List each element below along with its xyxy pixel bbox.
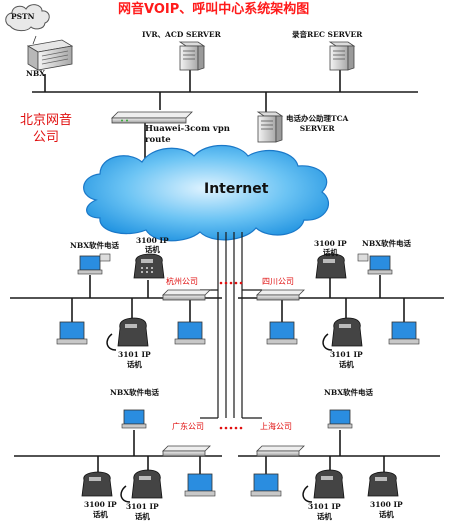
- hangzhou-pc2-icon: [174, 321, 206, 345]
- shanghai-3101-phone-icon: [302, 469, 345, 503]
- shanghai-pc-icon: [250, 473, 282, 497]
- branch-lan-lines: [10, 275, 444, 474]
- guangdong-router-icon: [162, 445, 211, 457]
- hangzhou-router-icon: [162, 289, 211, 301]
- hangzhou-3100-phone-icon: [133, 253, 165, 279]
- guangdong-3100-phone-icon: [81, 471, 113, 497]
- internet-drop-lines: [200, 232, 262, 419]
- hq-router-label: Huawei-3com vpn route: [145, 124, 230, 145]
- hangzhou-label: 杭州公司: [166, 277, 198, 286]
- guangdong-3101-phone-icon: [120, 469, 163, 503]
- ivr-acd-server-icon: [178, 41, 206, 71]
- pstn-label: PSTN: [11, 12, 35, 21]
- pstn-cloud: [5, 4, 50, 32]
- hangzhou-3100-label: 3100 IP 话机: [136, 236, 169, 254]
- hangzhou-softphone-pc-icon: [77, 253, 111, 275]
- nbx-chassis-icon: [26, 35, 74, 71]
- sichuan-pc1-icon: [266, 321, 298, 345]
- guangdong-3101-label: 3101 IP 话机: [126, 502, 159, 521]
- guangdong-softphone-label: NBX软件电话: [110, 388, 160, 397]
- sichuan-label: 四川公司: [262, 277, 294, 286]
- hangzhou-3101-phone-icon: [106, 317, 149, 351]
- hq-network-lines: [32, 68, 418, 161]
- shanghai-label: 上海公司: [260, 422, 292, 431]
- branch-vpn-dots: [219, 281, 243, 430]
- guangdong-label: 广东公司: [172, 422, 204, 431]
- sichuan-softphone-pc-icon: [357, 253, 393, 275]
- sichuan-router-icon: [256, 289, 305, 301]
- internet-cloud: [83, 145, 329, 242]
- tca-server-icon: [256, 111, 284, 143]
- nbx-label: NBX: [26, 69, 46, 78]
- shanghai-3100-phone-icon: [367, 471, 399, 497]
- hangzhou-pc1-icon: [56, 321, 88, 345]
- ivr-acd-server-label: IVR、ACD SERVER: [142, 30, 221, 39]
- shanghai-router-icon: [256, 445, 305, 457]
- shanghai-3101-label: 3101 IP 话机: [308, 502, 341, 521]
- sichuan-3100-label: 3100 IP 话机: [314, 239, 347, 257]
- sichuan-3101-label: 3101 IP 话机: [330, 350, 363, 369]
- diagram-title: 网音VOIP、呼叫中心系统架构图: [118, 2, 310, 17]
- guangdong-softphone-pc-icon: [121, 409, 147, 429]
- rec-server-icon: [328, 41, 356, 71]
- rec-server-label: 录音REC SERVER: [292, 30, 363, 39]
- tca-server-label: 电话办公助理TCA SERVER: [286, 114, 349, 133]
- sichuan-3101-phone-icon: [322, 317, 363, 351]
- sichuan-softphone-label: NBX软件电话: [362, 239, 412, 248]
- internet-label: Internet: [204, 181, 269, 197]
- guangdong-3100-label: 3100 IP 话机: [84, 500, 117, 519]
- sichuan-3100-phone-icon: [315, 253, 347, 279]
- guangdong-pc-icon: [184, 473, 216, 497]
- sichuan-pc2-icon: [388, 321, 420, 345]
- shanghai-3100-label: 3100 IP 话机: [370, 500, 403, 519]
- shanghai-softphone-label: NBX软件电话: [324, 388, 374, 397]
- hq-vpn-router-icon: [111, 111, 193, 124]
- shanghai-softphone-pc-icon: [327, 409, 353, 429]
- hangzhou-softphone-label: NBX软件电话: [70, 241, 120, 250]
- hangzhou-3101-label: 3101 IP 话机: [118, 350, 151, 369]
- beijing-office-label: 北京网音 公司: [20, 113, 73, 145]
